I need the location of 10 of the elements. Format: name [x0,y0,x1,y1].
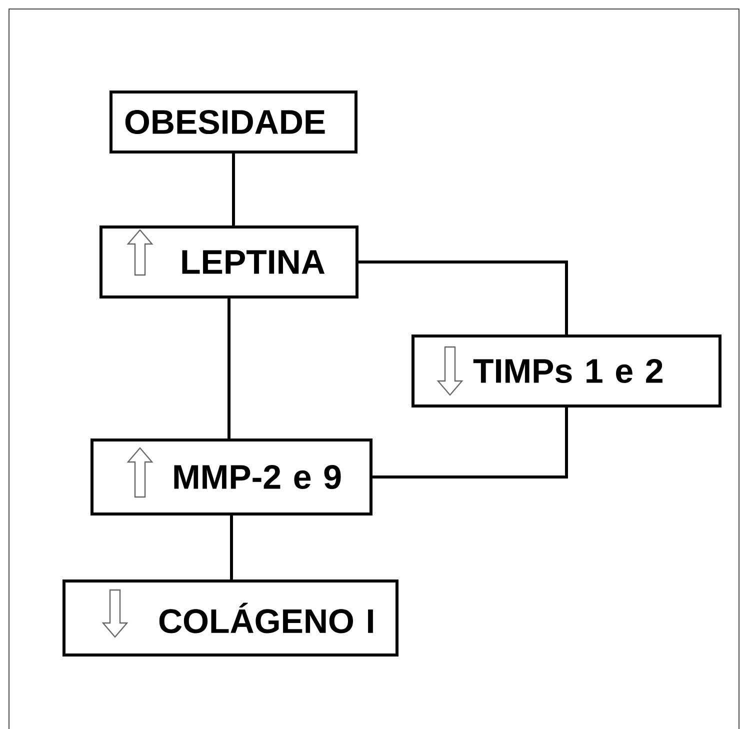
connector-line [358,260,568,334]
process-box: LEPTINA [100,226,358,298]
process-box: TIMPs 1 e 2 [412,334,722,408]
process-box: MMP-2 e 9 [90,438,372,516]
connector-line [228,298,230,438]
connector-line [232,154,235,226]
process-box: OBESIDADE [110,90,358,154]
connector-line [230,516,233,580]
connector-line [372,408,568,478]
process-box: COLÁGENO I [62,580,398,656]
